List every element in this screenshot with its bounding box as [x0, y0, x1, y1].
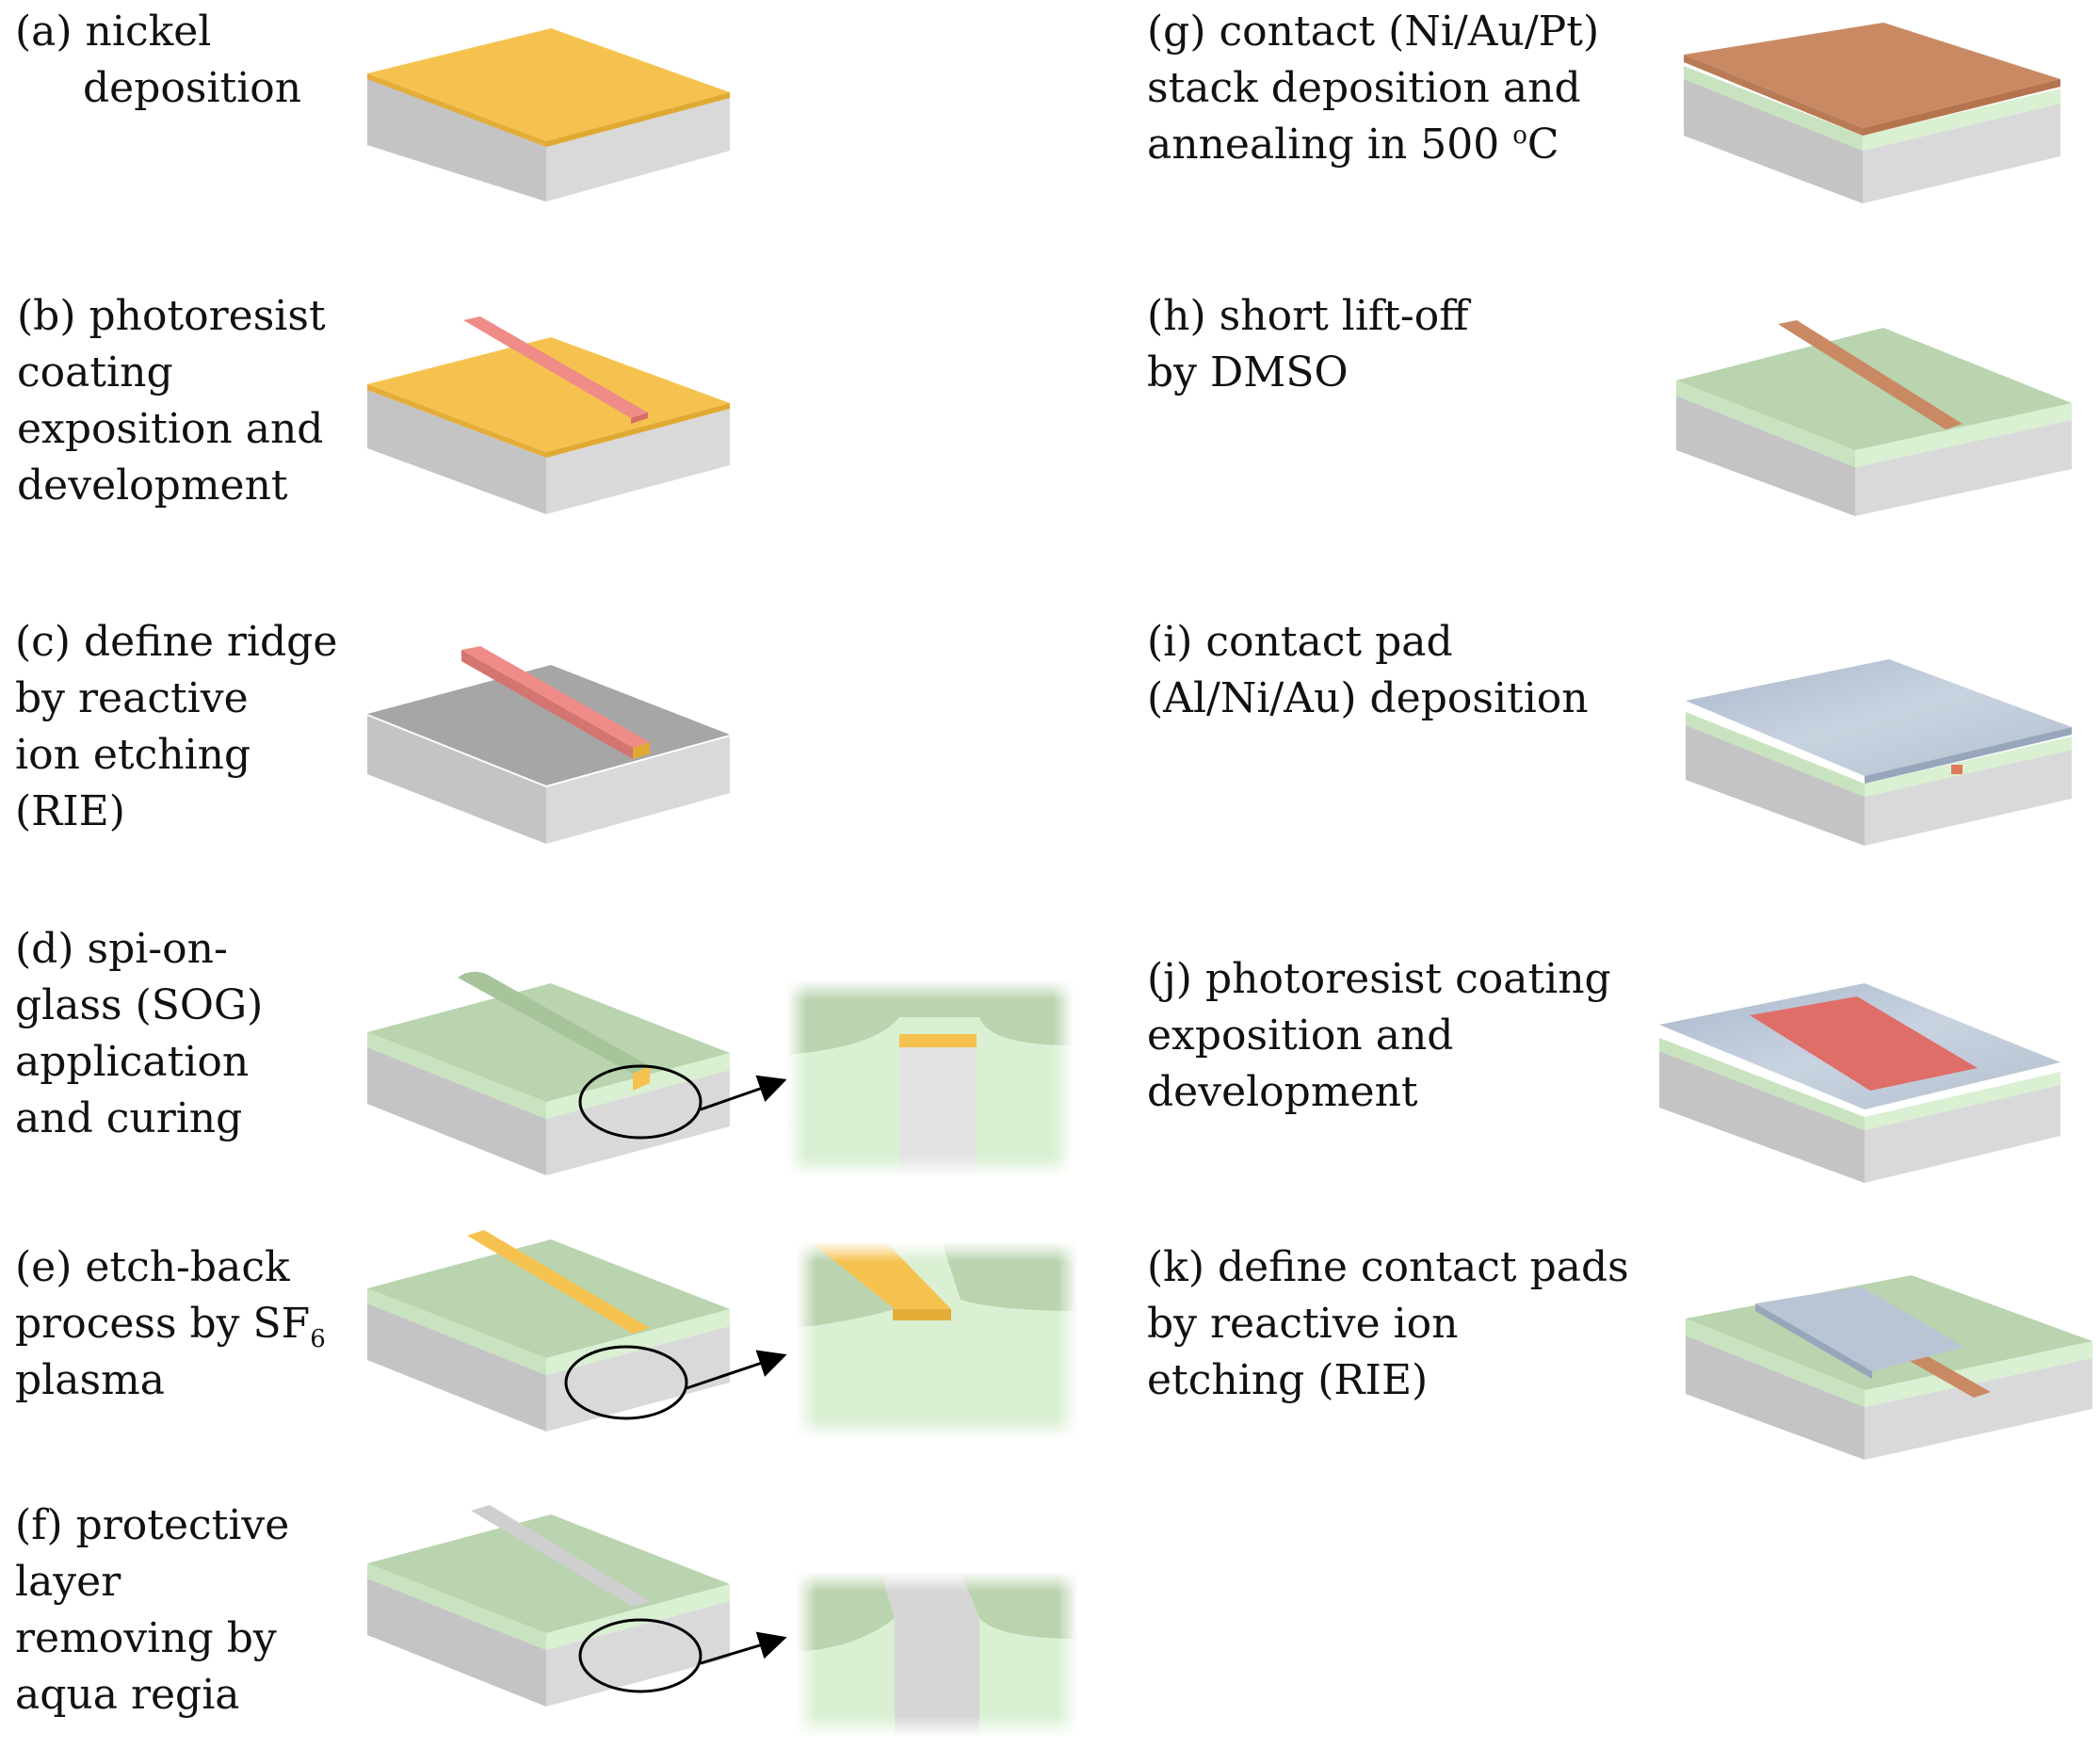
contact-pad-metal	[1755, 1287, 1964, 1371]
photoresist-stripe	[463, 316, 648, 418]
step-c-label: (c) define ridge by reactive ion etching…	[15, 618, 338, 835]
sog-ridge-bump	[458, 971, 650, 1074]
zoom-arrow	[700, 1075, 787, 1111]
block-c	[367, 646, 730, 844]
zoom-circle	[578, 1618, 703, 1693]
step-e-label: (e) etch-back process by SF6 plasma	[15, 1243, 326, 1404]
block-k	[1686, 1275, 2092, 1460]
zoom-inset-e	[796, 1241, 1078, 1439]
nickel-layer	[367, 337, 730, 452]
zoom-inset-d	[786, 979, 1074, 1177]
block-f	[367, 1505, 1078, 1737]
step-j-label: (j) photoresist coating exposition and d…	[1147, 955, 1611, 1116]
nickel-layer	[367, 28, 730, 141]
zoom-inset-f	[796, 1571, 1078, 1737]
zoom-arrow	[700, 1631, 787, 1665]
block-j	[1659, 983, 2060, 1183]
nickel-front-edge	[546, 92, 730, 147]
block-g	[1684, 23, 2060, 203]
step-k-label: (k) define contact pads by reactive ion …	[1147, 1243, 1629, 1404]
contact-stripe	[1778, 320, 1963, 429]
zoom-circle	[578, 1064, 703, 1140]
nickel-left-edge	[367, 73, 546, 147]
block-d	[367, 971, 1074, 1177]
block-h	[1676, 320, 2072, 516]
step-f-label: (f) protective layer removing by aqua re…	[15, 1501, 290, 1719]
block-b	[367, 316, 730, 514]
zoom-arrow	[686, 1350, 787, 1390]
block-a	[367, 28, 730, 202]
block-i	[1686, 659, 2072, 846]
ridge-top	[461, 646, 650, 748]
contact-stack-top	[1684, 23, 2060, 128]
ridge-gray	[471, 1505, 650, 1607]
substrate-front	[546, 98, 730, 202]
step-a-label: (a) nickel deposition	[15, 8, 302, 112]
zoom-circle	[564, 1345, 688, 1420]
step-g-label: (g) contact (Ni/Au/Pt) stack deposition …	[1147, 8, 1600, 169]
step-b-label: (b) photoresist coating exposition and d…	[17, 292, 326, 510]
step-d-label: (d) spi-on- glass (SOG) application and …	[15, 925, 264, 1142]
pad-metal-top	[1686, 659, 2072, 776]
superscript: o	[1512, 121, 1527, 150]
step-h-label: (h) short lift-off by DMSO	[1147, 292, 1469, 397]
photoresist-pad	[1750, 996, 1978, 1091]
exposed-nickel-stripe	[467, 1230, 650, 1334]
block-e	[367, 1230, 1078, 1439]
step-i-label: (i) contact pad (Al/Ni/Au) deposition	[1147, 618, 1589, 722]
subscript: 6	[310, 1325, 326, 1353]
